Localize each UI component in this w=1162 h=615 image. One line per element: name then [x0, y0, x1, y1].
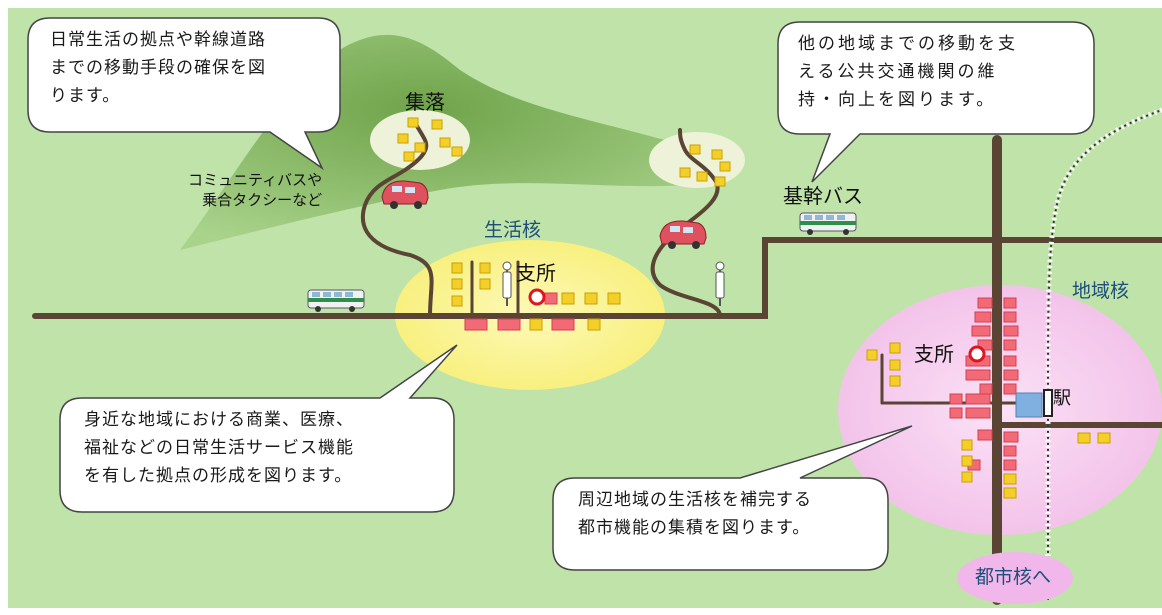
branch-office-label-2: 支所 — [914, 342, 954, 366]
callout-line: 都市機能の集積を図ります。 — [578, 518, 811, 538]
station-marker — [1043, 389, 1053, 417]
callout-shape-top-left — [27, 17, 341, 171]
callout-line: 他の地域までの移動を支 — [798, 34, 1018, 54]
callout-line: える公共交通機関の維 — [798, 62, 998, 82]
settlement-buildings-2 — [679, 144, 731, 187]
trunk-bus-1 — [307, 289, 365, 312]
station-label: 駅 — [1053, 388, 1071, 409]
trunk-bus-2 — [799, 212, 857, 235]
settlement-area-1 — [370, 110, 470, 170]
mountain-road-2 — [650, 128, 722, 318]
railway — [1045, 107, 1162, 600]
branch-office-marker-2 — [968, 345, 986, 363]
mountain-road-1 — [360, 118, 434, 318]
station-building — [1015, 392, 1043, 418]
community-bus-label: コミュニティバスや 乗合タクシーなど — [188, 170, 322, 210]
branch-office-marker-1 — [528, 288, 546, 306]
callout-line: までの移動手段の確保を図 — [50, 58, 266, 78]
roads — [32, 118, 1162, 605]
callout-line: を有した拠点の形成を図ります。 — [84, 466, 353, 486]
callout-bottom-right: 周辺地域の生活核を補完する 都市機能の集積を図ります。 — [578, 486, 812, 542]
callout-line: 福祉などの日常生活サービス機能 — [84, 438, 354, 458]
callout-line: 身近な地域における商業、医療、 — [84, 410, 354, 430]
callout-line: ります。 — [50, 86, 121, 106]
main-road — [32, 237, 1162, 319]
bus-stop-2 — [715, 261, 725, 306]
callout-bottom-left: 身近な地域における商業、医療、 福祉などの日常生活サービス機能 を有した拠点の形… — [84, 406, 354, 490]
to-urban-core-bubble — [957, 552, 1073, 604]
settlement-label: 集落 — [405, 90, 445, 114]
regional-core-label: 地域核 — [1072, 280, 1130, 302]
callout-line: 持・向上を図ります。 — [798, 90, 997, 110]
community-bus-2 — [659, 220, 707, 249]
branch-office-label-1: 支所 — [516, 261, 556, 285]
callout-top-right: 他の地域までの移動を支 える公共交通機関の維 持・向上を図ります。 — [798, 30, 1018, 114]
callout-shape-bottom-left — [59, 344, 458, 513]
community-bus-1 — [381, 180, 429, 209]
life-core-label: 生活核 — [484, 219, 542, 241]
callout-shape-top-right — [777, 21, 1095, 183]
community-bus-label-line: 乗合タクシーなど — [202, 191, 323, 209]
settlement-buildings-1 — [397, 117, 463, 162]
community-bus-label-line: コミュニティバスや — [188, 171, 323, 189]
callout-bubbles — [27, 17, 1095, 571]
callout-line: 周辺地域の生活核を補完する — [578, 490, 812, 510]
bus-stop-1 — [502, 261, 512, 306]
callout-shape-bottom-right — [552, 425, 913, 571]
life-core-buildings — [451, 262, 621, 331]
trunk-bus-label: 基幹バス — [783, 184, 863, 208]
to-urban-core-label: 都市核へ — [975, 566, 1052, 588]
callout-top-left: 日常生活の拠点や幹線道路 までの移動手段の確保を図 ります。 — [50, 26, 266, 110]
regional-core-buildings — [866, 297, 1111, 499]
callout-line: 日常生活の拠点や幹線道路 — [50, 30, 266, 50]
